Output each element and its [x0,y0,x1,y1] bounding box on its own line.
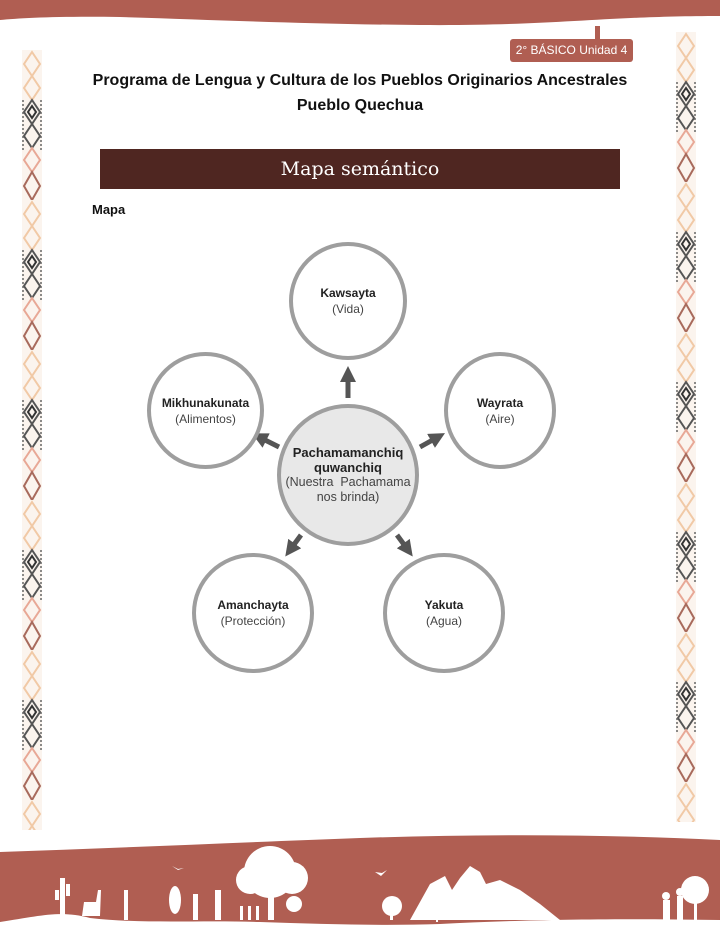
badge-stem [595,26,600,40]
node-mikhunakunata: Mikhunakunata (Alimentos) [147,352,264,469]
center-translation-line1: (Nuestra Pachamama [285,475,411,489]
node-term: Kawsayta [320,286,376,300]
node-translation: (Aire) [485,411,515,426]
node-kawsayta: Kawsayta (Vida) [289,242,407,360]
arrow-to-wayrata [418,433,445,450]
section-label: Mapa [92,202,126,217]
people-title: Pueblo Quechua [296,97,424,114]
node-translation: (Alimentos) [175,411,236,426]
node-term: Yakuta [424,598,464,612]
center-term-line2: quwanchiq [314,460,382,475]
arrow-to-mikhunakunata [251,433,281,450]
top-banner [0,0,720,26]
node-term: Mikhunakunata [161,395,250,410]
bottom-landscape-illustration [0,835,720,932]
node-yakuta: Yakuta (Agua) [383,553,505,673]
left-woven-border [22,50,42,830]
center-term-line1: Pachamamanchiq [292,445,404,460]
node-term: Amanchayta [217,598,289,612]
arrow-to-yakuta [394,533,413,557]
node-wayrata: Wayrata (Aire) [444,352,556,469]
program-title: Programa de Lengua y Cultura de los Pueb… [92,72,628,89]
node-term: Wayrata [476,395,524,410]
arrow-to-amanchayta [285,533,304,557]
section-band-title: Mapa semántico [100,149,620,189]
node-translation: (Agua) [425,614,463,628]
center-node-pachamamanchiq: Pachamamanchiq quwanchiq (Nuestra Pacham… [277,404,419,546]
node-translation: (Vida) [332,302,364,316]
grade-unit-badge: 2° BÁSICO Unidad 4 [510,39,633,62]
node-translation: (Protección) [220,614,286,628]
center-translation-line2: nos brinda) [316,490,380,504]
node-amanchayta: Amanchayta (Protección) [192,553,314,673]
right-woven-border [676,32,696,822]
